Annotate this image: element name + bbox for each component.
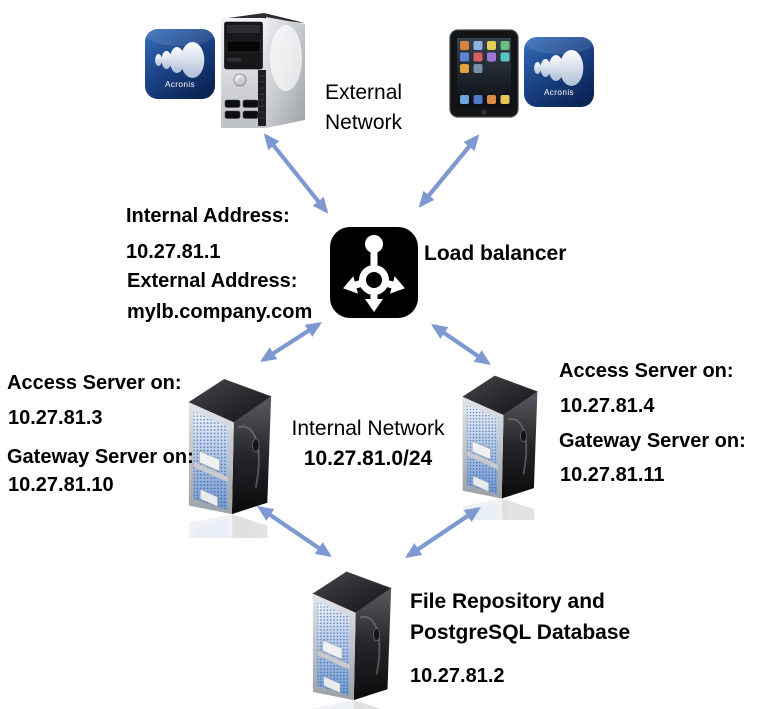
right-server-icon — [460, 364, 540, 520]
lb-internal-address-value: 10.27.81.1 — [126, 241, 221, 263]
database-server-ip: 10.27.81.2 — [410, 665, 505, 687]
database-server-icon — [310, 560, 394, 709]
acronis-app-label-right: Acronis — [544, 88, 574, 97]
right-server-access-label: Access Server on: — [559, 360, 734, 382]
database-server-line2: PostgreSQL Database — [410, 621, 631, 644]
arrow-desktop-to-loadbalancer — [263, 133, 329, 214]
acronis-app-icon-right: Acronis — [524, 37, 594, 107]
lb-internal-address-label: Internal Address: — [126, 205, 290, 227]
right-server-access-ip: 10.27.81.4 — [560, 395, 655, 417]
internal-network-subnet: 10.27.81.0/24 — [303, 447, 433, 470]
internal-network-label: Internal Network 10.27.81.0/24 — [278, 414, 458, 474]
arrow-loadbalancer-to-left-server — [260, 322, 322, 362]
arrow-tablet-to-loadbalancer — [418, 134, 480, 208]
load-balancer-icon — [330, 227, 418, 318]
database-server-line1: File Repository and — [410, 590, 605, 613]
left-server-access-label: Access Server on: — [7, 372, 182, 394]
left-server-gateway-label: Gateway Server on: — [7, 446, 194, 468]
external-network-line1: External — [325, 81, 403, 104]
external-network-label: External Network — [325, 78, 402, 138]
right-server-gateway-ip: 10.27.81.11 — [560, 464, 665, 486]
acronis-app-label-left: Acronis — [165, 80, 195, 89]
right-server-gateway-label: Gateway Server on: — [559, 430, 746, 452]
internal-network-name: Internal Network — [291, 417, 445, 440]
acronis-app-icon-left: Acronis — [145, 29, 215, 99]
desktop-computer-icon — [214, 10, 314, 134]
left-server-access-ip: 10.27.81.3 — [8, 407, 103, 429]
arrow-loadbalancer-to-right-server — [431, 323, 491, 366]
left-server-gateway-ip: 10.27.81.10 — [8, 474, 114, 496]
load-balancer-label: Load balancer — [424, 242, 567, 265]
tablet-icon — [449, 29, 519, 118]
left-server-icon — [186, 366, 274, 538]
external-network-line2: Network — [325, 111, 403, 134]
lb-external-address-value: mylb.company.com — [127, 301, 313, 323]
lb-external-address-label: External Address: — [127, 270, 298, 292]
